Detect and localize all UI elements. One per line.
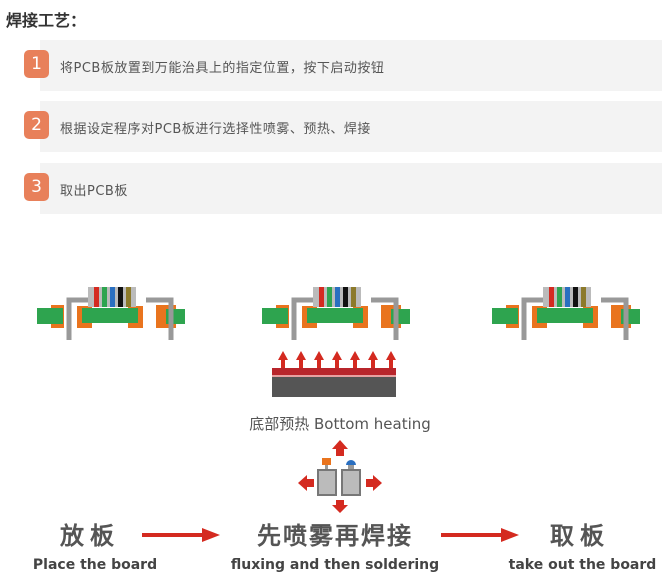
heating-caption: 底部预热 Bottom heating (249, 415, 431, 433)
step-row-2 (40, 101, 662, 152)
step-badge-3: 3 (24, 173, 49, 201)
step-badge-2: 2 (24, 111, 49, 139)
step-text-2: 根据设定程序对PCB板进行选择性喷雾、预热、焊接 (60, 122, 371, 137)
pcb-fixture-place-illustration (20, 270, 220, 350)
step-text-1: 将PCB板放置到万能治具上的指定位置，按下启动按钮 (60, 61, 385, 76)
bottom-heater-icon (272, 351, 396, 397)
stage-place-label: Place the board (32, 557, 158, 573)
step-text-3: 取出PCB板 (60, 184, 128, 199)
arrow-right-icon (441, 528, 519, 542)
pcb-fixture-remove-illustration (475, 270, 670, 350)
stage-solder-title: 先喷雾再焊接 (257, 522, 413, 550)
page-title: 焊接工艺： (6, 11, 87, 30)
stage-remove-label: take out the board (508, 557, 657, 573)
stage-place-title: 放板 (60, 522, 120, 550)
stage-solder-label: fluxing and then soldering (230, 557, 440, 573)
step-row-3 (40, 163, 662, 214)
pcb-fixture-solder-illustration (245, 270, 445, 350)
arrow-right-icon (142, 528, 220, 542)
stage-remove-title: 取板 (550, 522, 610, 550)
step-row-1 (40, 40, 662, 91)
step-badge-1: 1 (24, 50, 49, 78)
flux-solder-nozzle-icon (298, 440, 382, 513)
